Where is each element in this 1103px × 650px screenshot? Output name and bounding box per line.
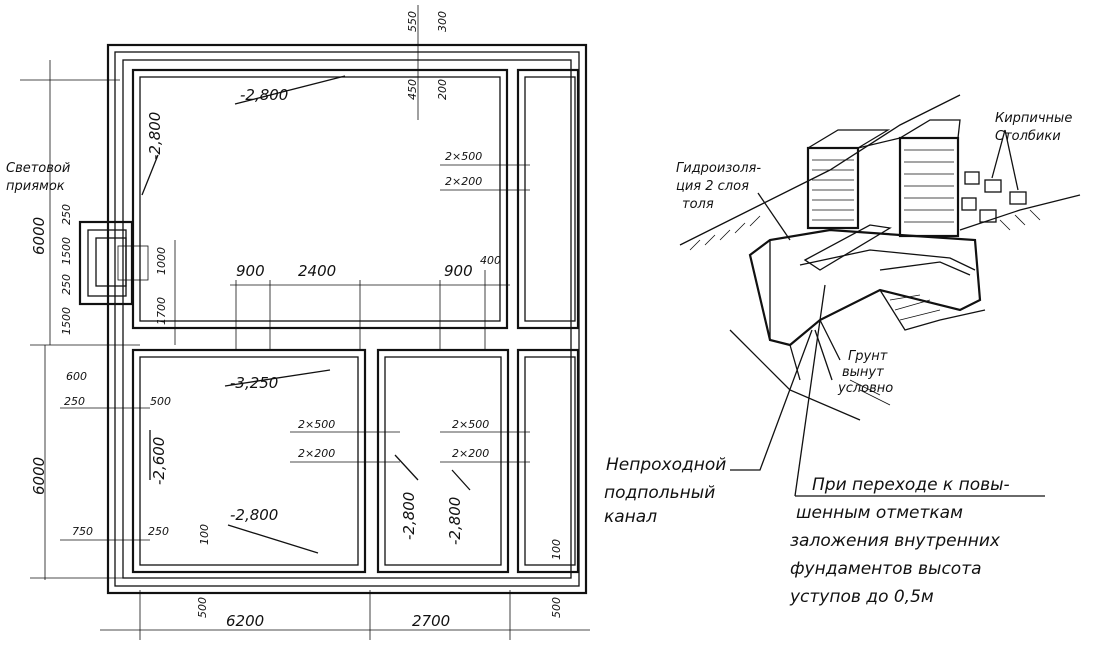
wall-mid-right-500: 2×500 [452,418,489,431]
note-line-2: шенным отметкам [796,503,963,523]
wall-mid-right-200: 2×200 [452,447,489,460]
brick-label-1: Кирпичные [995,111,1072,126]
dim-600: 600 [66,370,87,383]
dim-left-1500a: 1500 [60,237,73,265]
dim-bottom-500-left: 500 [196,597,209,618]
dim-left-6000-lower: 6000 [30,457,48,495]
waterproof-label-3: толя [682,197,714,212]
dim-900-left: 900 [236,262,265,280]
dim-bottom-6200: 6200 [226,612,264,630]
canal-label-1: Непроходной [606,455,726,475]
elev-lower-right: -2,800 [446,497,464,545]
dim-500: 500 [150,395,171,408]
dim-left-250b: 250 [60,274,73,295]
wall-mid-200: 2×200 [298,447,335,460]
dim-2400: 2400 [298,262,336,280]
dim-250b: 250 [148,525,169,538]
soil-label-3: условно [837,381,893,396]
dim-pit-1700: 1700 [155,297,168,325]
canal-label-2: подпольный [604,483,715,503]
dim-pit-1000: 1000 [155,247,168,275]
elev-lower-left: -2,600 [150,437,168,485]
waterproof-label-2: ция 2 слоя [676,179,749,194]
wall-right-200: 2×200 [445,175,482,188]
wall-mid-500: 2×500 [298,418,335,431]
soil-label-1: Грунт [848,349,888,364]
note-line-3: заложения внутренних [790,531,1001,551]
dim-400: 400 [480,254,501,267]
light-pit-label-1: Световой [6,161,70,176]
dim-left-6000: 6000 [30,217,48,255]
dim-left-250a: 250 [60,204,73,225]
dim-250: 250 [64,395,85,408]
note-line-4: фундаментов высота [790,559,982,579]
isometric-view: Гидроизоля- ция 2 слоя толя Кирпичные Ст… [604,94,1081,607]
dim-top-550: 550 [406,11,419,32]
foundation-plan: 550 300 450 200 -2,800 -2,800 Световой п… [6,5,590,640]
elev-main-room: -2,800 [240,86,288,104]
dim-right-450: 450 [406,79,419,100]
note-line-5: уступов до 0,5м [789,587,934,607]
waterproof-label-1: Гидроизоля- [676,161,761,176]
light-pit-label-2: приямок [6,179,65,194]
dim-right-lower-100: 100 [550,539,563,560]
elev-bottom: -2,800 [230,506,278,524]
elev-lower-mid: -2,800 [400,492,418,540]
dim-right-200: 200 [436,79,449,100]
note-line-1: При переходе к повы- [812,475,1010,495]
dim-bottom-2700: 2700 [412,612,450,630]
wall-right-500: 2×500 [445,150,482,163]
dim-750: 750 [72,525,93,538]
soil-label-2: вынут [842,365,884,380]
dim-bottom-500-right: 500 [550,597,563,618]
brick-label-2: Столбики [995,129,1061,144]
elev-left-wall: -2,800 [146,112,164,160]
dim-100: 100 [198,524,211,545]
dim-left-1500b: 1500 [60,307,73,335]
dim-900-right: 900 [444,262,473,280]
dim-top-300: 300 [436,11,449,32]
canal-label-3: канал [604,507,657,527]
elev-corridor: -3,250 [230,374,278,392]
